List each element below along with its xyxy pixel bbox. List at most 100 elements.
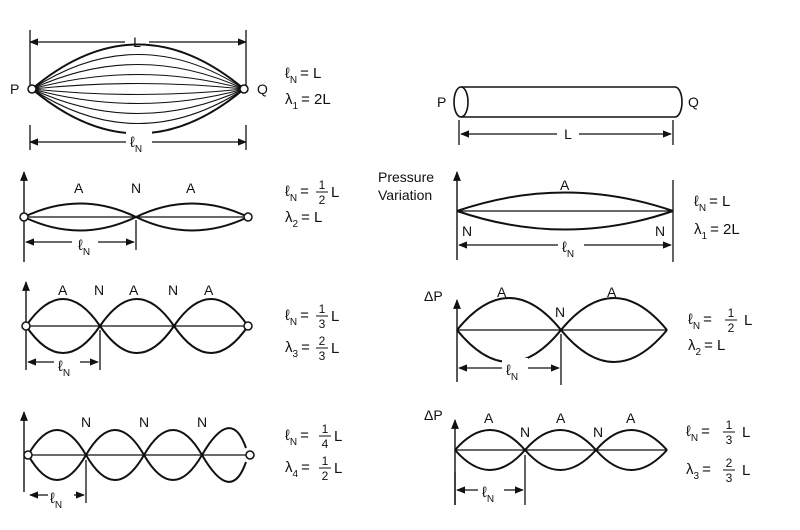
loop-length-label: ℓN — [506, 362, 518, 383]
svg-text:1: 1 — [319, 178, 326, 192]
svg-text:L: L — [331, 184, 339, 201]
svg-text:L: L — [744, 312, 752, 329]
equation-wavelength: λ3= 2 3 L — [285, 334, 339, 363]
svg-text:λ4=: λ4= — [285, 459, 310, 480]
loop-length-label: ℓN — [78, 237, 90, 258]
pressure-loops — [456, 297, 668, 363]
node-label: N — [81, 414, 91, 430]
svg-text:L: L — [742, 462, 750, 479]
svg-text:2: 2 — [319, 193, 326, 207]
svg-text:L: L — [331, 308, 339, 325]
svg-text:L: L — [334, 460, 342, 477]
equation-loop-length: ℓN= 1 2 L — [285, 178, 339, 207]
node-label: N — [131, 180, 141, 196]
svg-text:ℓN=: ℓN= — [285, 183, 309, 204]
pipe-fundamental-panel: Pressure Variation A N N ℓN ℓN= L λ1= 2L — [378, 169, 740, 262]
fixed-end-q — [239, 84, 249, 94]
node-label: N — [462, 223, 472, 239]
pipe-open-end-p — [453, 86, 469, 118]
loop-length-label: ℓN — [50, 490, 62, 511]
end-label-q: Q — [257, 81, 268, 97]
pipe-end-label-p: P — [437, 94, 446, 110]
antinode-label: A — [560, 177, 570, 193]
loop-length-label: ℓN — [482, 484, 494, 505]
string-fundamental-panel: L P Q ℓN ℓN= L λ1= 2L — [10, 30, 331, 156]
equation-wavelength: λ4= 1 2 L — [285, 454, 342, 483]
node-label: N — [197, 414, 207, 430]
fixed-end-right — [245, 450, 255, 460]
pipe-length-label: L — [564, 126, 572, 142]
string-envelope — [31, 43, 245, 135]
node-label: N — [94, 282, 104, 298]
antinode-label: A — [129, 282, 139, 298]
node-label: N — [168, 282, 178, 298]
node-label: N — [593, 424, 603, 440]
svg-text:1: 1 — [319, 302, 326, 316]
pipe-panel: P Q L — [437, 86, 699, 145]
antinode-label: A — [607, 284, 617, 300]
antinode-label: A — [556, 410, 566, 426]
svg-text:2: 2 — [728, 321, 735, 335]
equation-loop-length: ℓN= 1 3 L — [686, 418, 750, 447]
svg-text:4: 4 — [322, 437, 329, 451]
svg-text:λ3=: λ3= — [686, 461, 711, 482]
y-axis-label: Variation — [378, 187, 432, 203]
equation-loop-length: ℓN= 1 4 L — [285, 422, 342, 451]
fixed-end-left — [21, 321, 31, 331]
node-label: N — [555, 304, 565, 320]
equation-wavelength: λ1= 2L — [694, 221, 740, 242]
svg-text:1: 1 — [726, 418, 733, 432]
svg-text:3: 3 — [319, 349, 326, 363]
loop-length-label: ℓN — [562, 239, 574, 260]
pipe-open-end-q — [674, 86, 683, 118]
svg-text:2: 2 — [322, 469, 329, 483]
equation-loop-length: ℓN= 1 2 L — [688, 306, 752, 335]
equation-wavelength: λ3= 2 3 L — [686, 456, 750, 485]
svg-text:1: 1 — [322, 422, 329, 436]
equation-loop-length: ℓN= 1 3 L — [285, 302, 339, 331]
svg-text:ℓN=: ℓN= — [285, 307, 309, 328]
pressure-loops — [454, 429, 668, 471]
y-axis-label: ΔP — [424, 407, 443, 423]
fixed-end-p — [27, 84, 37, 94]
standing-wave-loops — [23, 202, 249, 232]
equation-wavelength: λ2= L — [285, 209, 322, 230]
standing-wave-loops — [25, 298, 249, 354]
equation-wavelength: λ2= L — [688, 337, 725, 358]
node-label: N — [655, 223, 665, 239]
svg-text:3: 3 — [726, 433, 733, 447]
node-label: N — [139, 414, 149, 430]
loop-length-label: ℓN — [130, 134, 142, 155]
svg-text:L: L — [331, 340, 339, 357]
string-third-harmonic-panel: A N A N A ℓN ℓN= 1 3 L λ3= 2 3 L — [21, 281, 339, 380]
antinode-label: A — [58, 282, 68, 298]
svg-text:3: 3 — [726, 471, 733, 485]
svg-text:2: 2 — [726, 456, 733, 470]
pipe-end-label-q: Q — [688, 94, 699, 110]
equation-wavelength: λ1= 2L — [285, 91, 331, 112]
standing-wave-loops — [27, 427, 247, 483]
fixed-end-left — [19, 212, 29, 222]
fixed-end-right — [243, 212, 253, 222]
string-fourth-harmonic-panel: N N N ℓN ℓN= 1 4 L λ4= 1 2 L — [20, 411, 342, 512]
antinode-label: A — [497, 284, 507, 300]
string-second-harmonic-panel: A N A ℓN ℓN= 1 2 L λ2= L — [19, 171, 339, 262]
fixed-end-left — [23, 450, 33, 460]
pipe-second-harmonic-panel: ΔP A N A ℓN ℓN= 1 2 L λ2= L — [424, 284, 752, 385]
antinode-label: A — [484, 410, 494, 426]
y-axis-label: Pressure — [378, 169, 434, 185]
pressure-envelope — [456, 191, 674, 231]
pipe-third-harmonic-panel: ΔP A N A N A ℓN ℓN= 1 3 L λ3= 2 3 L — [424, 407, 750, 506]
antinode-label: A — [626, 410, 636, 426]
svg-text:3: 3 — [319, 317, 326, 331]
antinode-label: A — [186, 180, 196, 196]
equation-loop-length: ℓN= L — [694, 193, 730, 214]
node-label: N — [520, 424, 530, 440]
svg-text:λ3=: λ3= — [285, 339, 310, 360]
length-label: L — [133, 34, 141, 50]
svg-text:1: 1 — [322, 454, 329, 468]
fixed-end-right — [243, 321, 253, 331]
svg-text:1: 1 — [728, 306, 735, 320]
antinode-label: A — [204, 282, 214, 298]
